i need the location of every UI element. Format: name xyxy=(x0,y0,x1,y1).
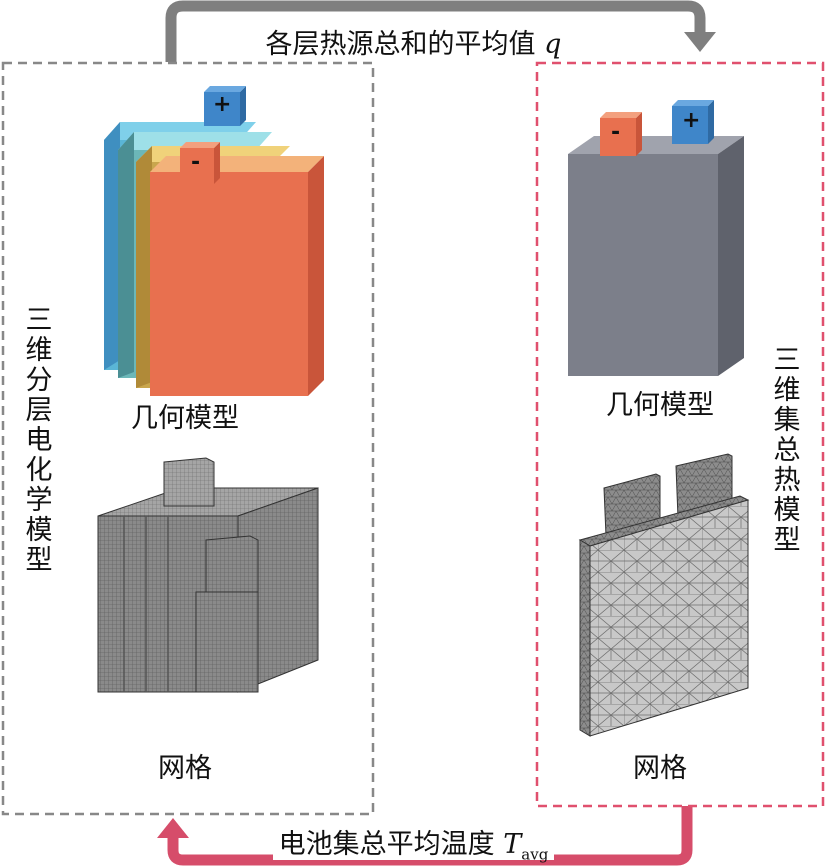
left-mesh-label: 网格 xyxy=(158,753,212,784)
bottom-arrow-symbol: T xyxy=(503,829,522,860)
left-geometry-label: 几何模型 xyxy=(131,403,239,434)
right-plus-tab-label: + xyxy=(682,108,701,133)
left-panel-title: 三维分层电化学模型 xyxy=(25,305,53,576)
layered-cell-mesh xyxy=(97,457,319,693)
bottom-arrow-text: 电池集总平均温度 xyxy=(278,829,495,860)
right-panel-title: 三维集总热模型 xyxy=(773,345,801,556)
top-arrow-symbol: q xyxy=(544,29,562,60)
left-minus-tab-label: - xyxy=(191,150,201,175)
right-minus-tab-label: - xyxy=(611,120,621,145)
left-plus-tab-label: + xyxy=(213,92,232,117)
right-mesh-label: 网格 xyxy=(633,753,687,784)
lumped-cell-mesh xyxy=(578,453,750,737)
right-geometry-label: 几何模型 xyxy=(606,390,714,421)
lumped-cell-geometry xyxy=(568,100,744,376)
top-flow-arrow xyxy=(165,0,716,62)
bottom-arrow-subscript: avg xyxy=(521,845,549,864)
bottom-flow-arrow xyxy=(157,806,693,866)
layered-cell-geometry xyxy=(104,86,324,396)
top-arrow-text: 各层热源总和的平均值 xyxy=(265,29,536,60)
top-arrow-label: 各层热源总和的平均值 q xyxy=(0,22,827,61)
right-panel-frame xyxy=(535,61,825,808)
left-panel-frame xyxy=(1,61,375,816)
bottom-arrow-label: 电池集总平均温度 Tavg xyxy=(0,822,827,863)
